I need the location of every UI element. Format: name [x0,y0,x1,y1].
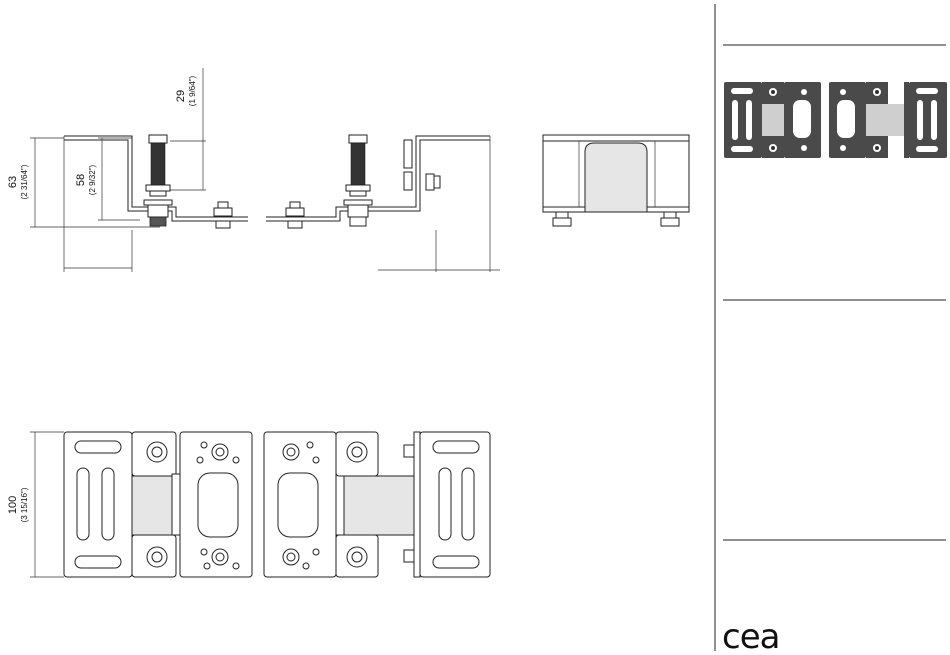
dimension-29-mm: 29 [175,90,187,102]
dimension-58: 58 (2 9/32") [75,138,140,220]
side-view-middle [266,135,500,272]
dimension-29: 29 (1 9/64") [170,68,206,190]
dimension-100-mm: 100 [7,496,19,514]
dimension-29-inch: (1 9/64") [188,75,197,106]
front-view [543,135,689,226]
thumbnail-closed [829,82,947,158]
side-view-left: 63 (2 31/64") 58 (2 9/32") 29 (1 9/64") [7,68,248,272]
title-block: cea [715,4,947,655]
dimension-100-inch: (3 15/16") [20,487,29,522]
dimension-100: 100 (3 15/16") [7,432,64,577]
top-view-left: 100 (3 15/16") [7,432,252,577]
top-view-right [264,432,490,577]
thumbnail-open [724,82,821,158]
cea-logo: cea [722,617,779,655]
dimension-58-mm: 58 [75,174,87,186]
dimension-63-inch: (2 31/64") [20,164,29,199]
dimension-58-inch: (2 9/32") [88,164,97,195]
dimension-63-mm: 63 [7,176,19,188]
